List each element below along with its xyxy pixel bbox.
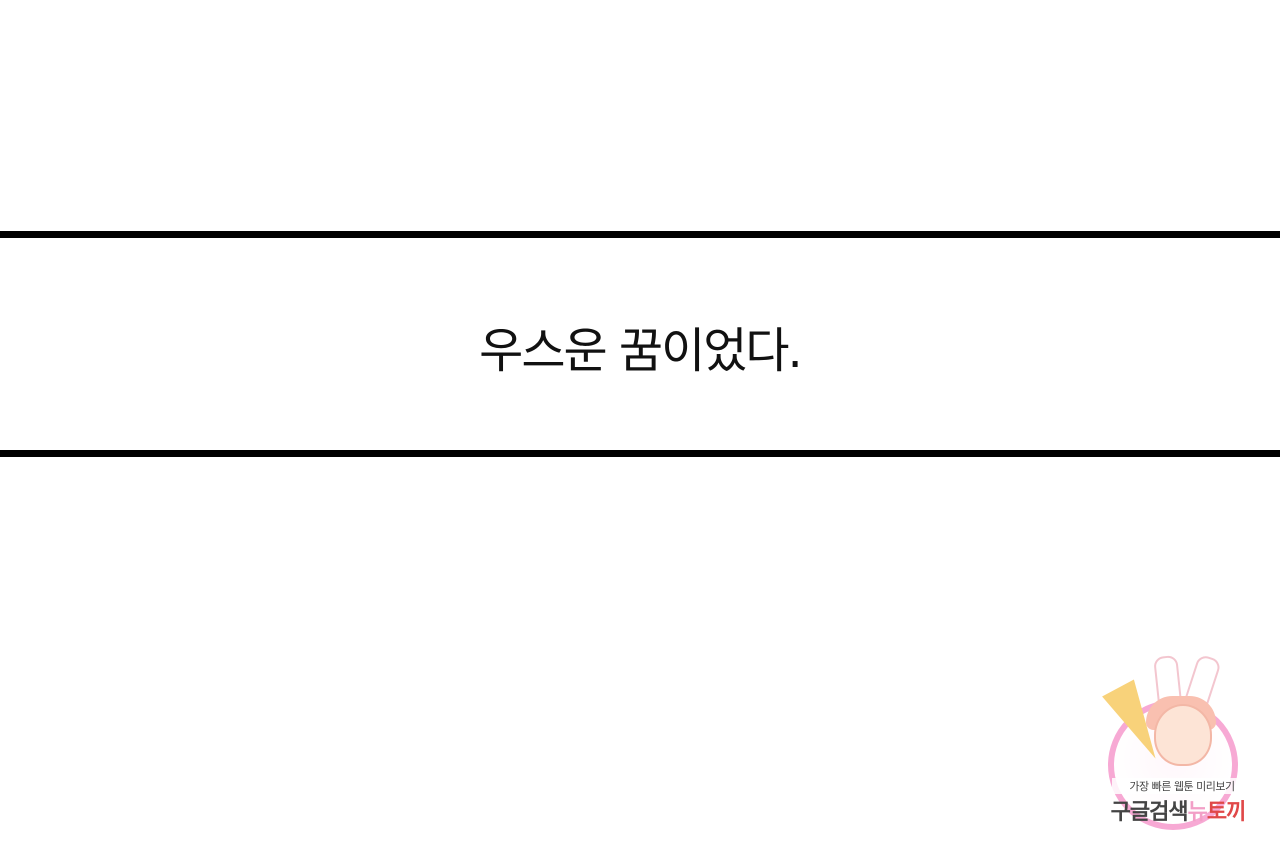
watermark-brand: 구글검색뉴토끼 (1094, 794, 1262, 826)
watermark-brand-rabbit: 토끼 (1206, 800, 1246, 825)
watermark-brand-new: 뉴 (1187, 800, 1208, 825)
site-watermark-logo: 가장 빠른 웹툰 미리보기 구글검색뉴토끼 (1092, 652, 1262, 832)
character-face (1154, 704, 1212, 766)
caption-text: 우스운 꿈이었다. (479, 323, 803, 379)
watermark-brand-search: 구글검색 (1110, 800, 1189, 825)
watermark-tagline: 가장 빠른 웹툰 미리보기 (1112, 778, 1252, 794)
caption-band: 우스운 꿈이었다. (0, 231, 1280, 457)
